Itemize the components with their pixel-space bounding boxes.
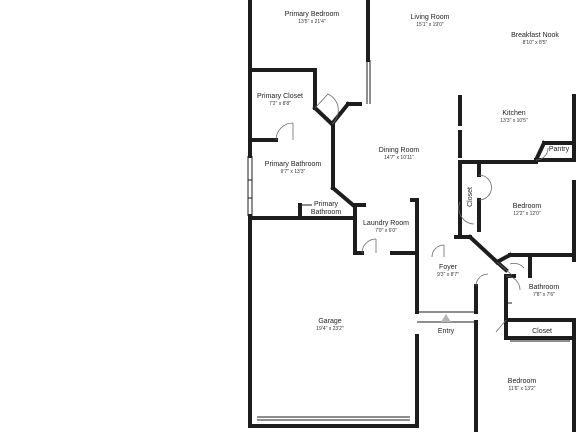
bathroom-dims: 7'8" x 7'6" xyxy=(533,292,555,298)
garage-label: Garage xyxy=(318,318,341,325)
garage-dims: 19'4" x 23'2" xyxy=(316,326,344,332)
bedroom-2-label: Bedroom xyxy=(508,378,537,385)
primary-closet-dims: 7'2" x 8'8" xyxy=(269,101,291,107)
kitchen-dims: 13'3" x 10'5" xyxy=(500,118,528,124)
primary-bathroom-wc-label-2: Bathroom xyxy=(311,209,342,216)
foyer-dims: 9'3" x 8'7" xyxy=(437,272,459,278)
closet-hall-label: Closet xyxy=(467,187,474,207)
foyer-label: Foyer xyxy=(439,264,458,271)
living-room-label: Living Room xyxy=(411,14,450,21)
dining-room-label: Dining Room xyxy=(379,147,420,154)
primary-bathroom-label: Primary Bathroom xyxy=(265,161,322,168)
primary-bedroom-label: Primary Bedroom xyxy=(285,11,340,18)
bedroom-1-label: Bedroom xyxy=(513,203,542,210)
bathroom-label: Bathroom xyxy=(529,284,560,291)
bedroom-1-dims: 12'2" x 12'0" xyxy=(513,211,541,217)
breakfast-nook-dims: 8'10" x 8'5" xyxy=(523,40,548,46)
primary-bathroom-dims: 9'7" x 13'3" xyxy=(281,169,306,175)
entry-label: Entry xyxy=(438,328,455,335)
room-labels: Primary Bedroom 13'5" x 21'4" Living Roo… xyxy=(257,11,570,392)
entry-arrow-icon xyxy=(441,314,451,322)
walls xyxy=(247,0,576,432)
dining-room-dims: 14'7" x 10'11" xyxy=(384,155,414,161)
closet-bedroom2-label: Closet xyxy=(532,328,552,335)
breakfast-nook-label: Breakfast Nook xyxy=(511,32,559,39)
primary-closet-label: Primary Closet xyxy=(257,93,303,100)
pantry-label: Pantry xyxy=(549,146,570,153)
kitchen-label: Kitchen xyxy=(502,110,525,117)
laundry-room-label: Laundry Room xyxy=(363,220,409,227)
laundry-room-dims: 7'0" x 6'0" xyxy=(375,228,397,234)
living-room-dims: 15'1" x 19'0" xyxy=(416,22,444,28)
primary-bedroom-dims: 13'5" x 21'4" xyxy=(298,19,326,25)
doors xyxy=(275,93,549,333)
primary-bathroom-wc-label-1: Primary xyxy=(314,201,339,208)
bedroom-2-dims: 11'6" x 13'2" xyxy=(508,386,535,392)
